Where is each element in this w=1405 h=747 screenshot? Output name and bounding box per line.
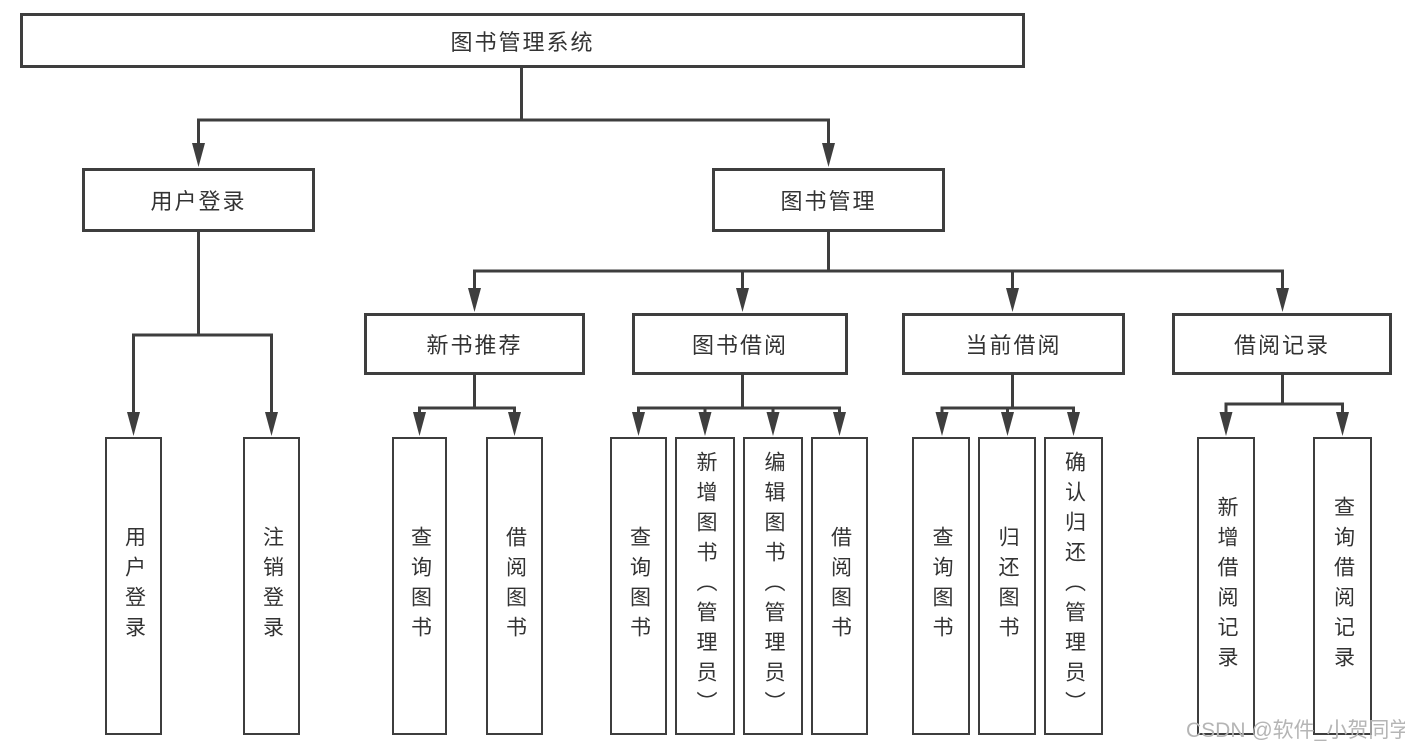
node-label: 用户登录 [122, 526, 146, 646]
watermark: CSDN @软件_小贺同学 [1186, 719, 1405, 742]
node-label: 借阅图书 [503, 526, 527, 646]
node-label: 查询图书 [627, 526, 651, 646]
node-label: 当前借阅 [965, 333, 1062, 358]
connector-root-to-level2 [197, 68, 830, 146]
node-label: 新增借阅记录 [1215, 496, 1239, 676]
node-label: 新增图书（管理员） [694, 451, 718, 721]
node-book-management: 图书管理 [712, 168, 945, 232]
node-logout: 注销登录 [243, 437, 300, 735]
node-label: 归还图书 [996, 526, 1020, 646]
node-label: 新书推荐 [426, 333, 523, 358]
node-return-books: 归还图书 [978, 437, 1036, 735]
node-label: 图书管理 [780, 189, 877, 214]
connector-userlogin-to-leaves [132, 232, 273, 415]
node-label: 注销登录 [260, 526, 284, 646]
node-confirm-return-admin: 确认归还（管理员） [1044, 437, 1103, 735]
node-borrow-records: 借阅记录 [1172, 313, 1392, 375]
node-label: 查询图书 [930, 526, 954, 646]
connector-recommend-to-leaves [418, 375, 516, 415]
node-label: 查询借阅记录 [1331, 496, 1355, 676]
node-book-borrow: 图书借阅 [632, 313, 848, 375]
node-label: 确认归还（管理员） [1062, 451, 1086, 721]
node-label: 图书管理系统 [450, 29, 595, 55]
node-label: 查询图书 [408, 526, 432, 646]
connector-records-to-leaves [1224, 375, 1344, 415]
node-borrow-books-leaf: 借阅图书 [811, 437, 868, 735]
node-library-management-system: 图书管理系统 [20, 13, 1025, 68]
node-borrow-books-recommend: 借阅图书 [486, 437, 543, 735]
node-add-borrow-record: 新增借阅记录 [1197, 437, 1255, 735]
node-label: 用户登录 [150, 189, 247, 214]
node-edit-books-admin: 编辑图书（管理员） [743, 437, 803, 735]
connector-current-to-leaves [940, 375, 1075, 415]
node-user-login-leaf: 用户登录 [105, 437, 162, 735]
node-new-book-recommend: 新书推荐 [364, 313, 585, 375]
node-query-books-borrow: 查询图书 [610, 437, 667, 735]
connector-bookmgmt-to-level3 [473, 232, 1284, 291]
node-label: 图书借阅 [691, 333, 788, 358]
node-user-login: 用户登录 [82, 168, 315, 232]
node-label: 借阅图书 [828, 526, 852, 646]
node-add-books-admin: 新增图书（管理员） [675, 437, 735, 735]
node-label: 编辑图书（管理员） [762, 451, 786, 721]
connector-borrow-to-leaves [637, 375, 841, 415]
node-current-borrow: 当前借阅 [902, 313, 1125, 375]
node-label: 借阅记录 [1233, 333, 1330, 358]
node-query-books-recommend: 查询图书 [392, 437, 447, 735]
node-query-books-current: 查询图书 [912, 437, 970, 735]
node-query-borrow-record: 查询借阅记录 [1313, 437, 1372, 735]
